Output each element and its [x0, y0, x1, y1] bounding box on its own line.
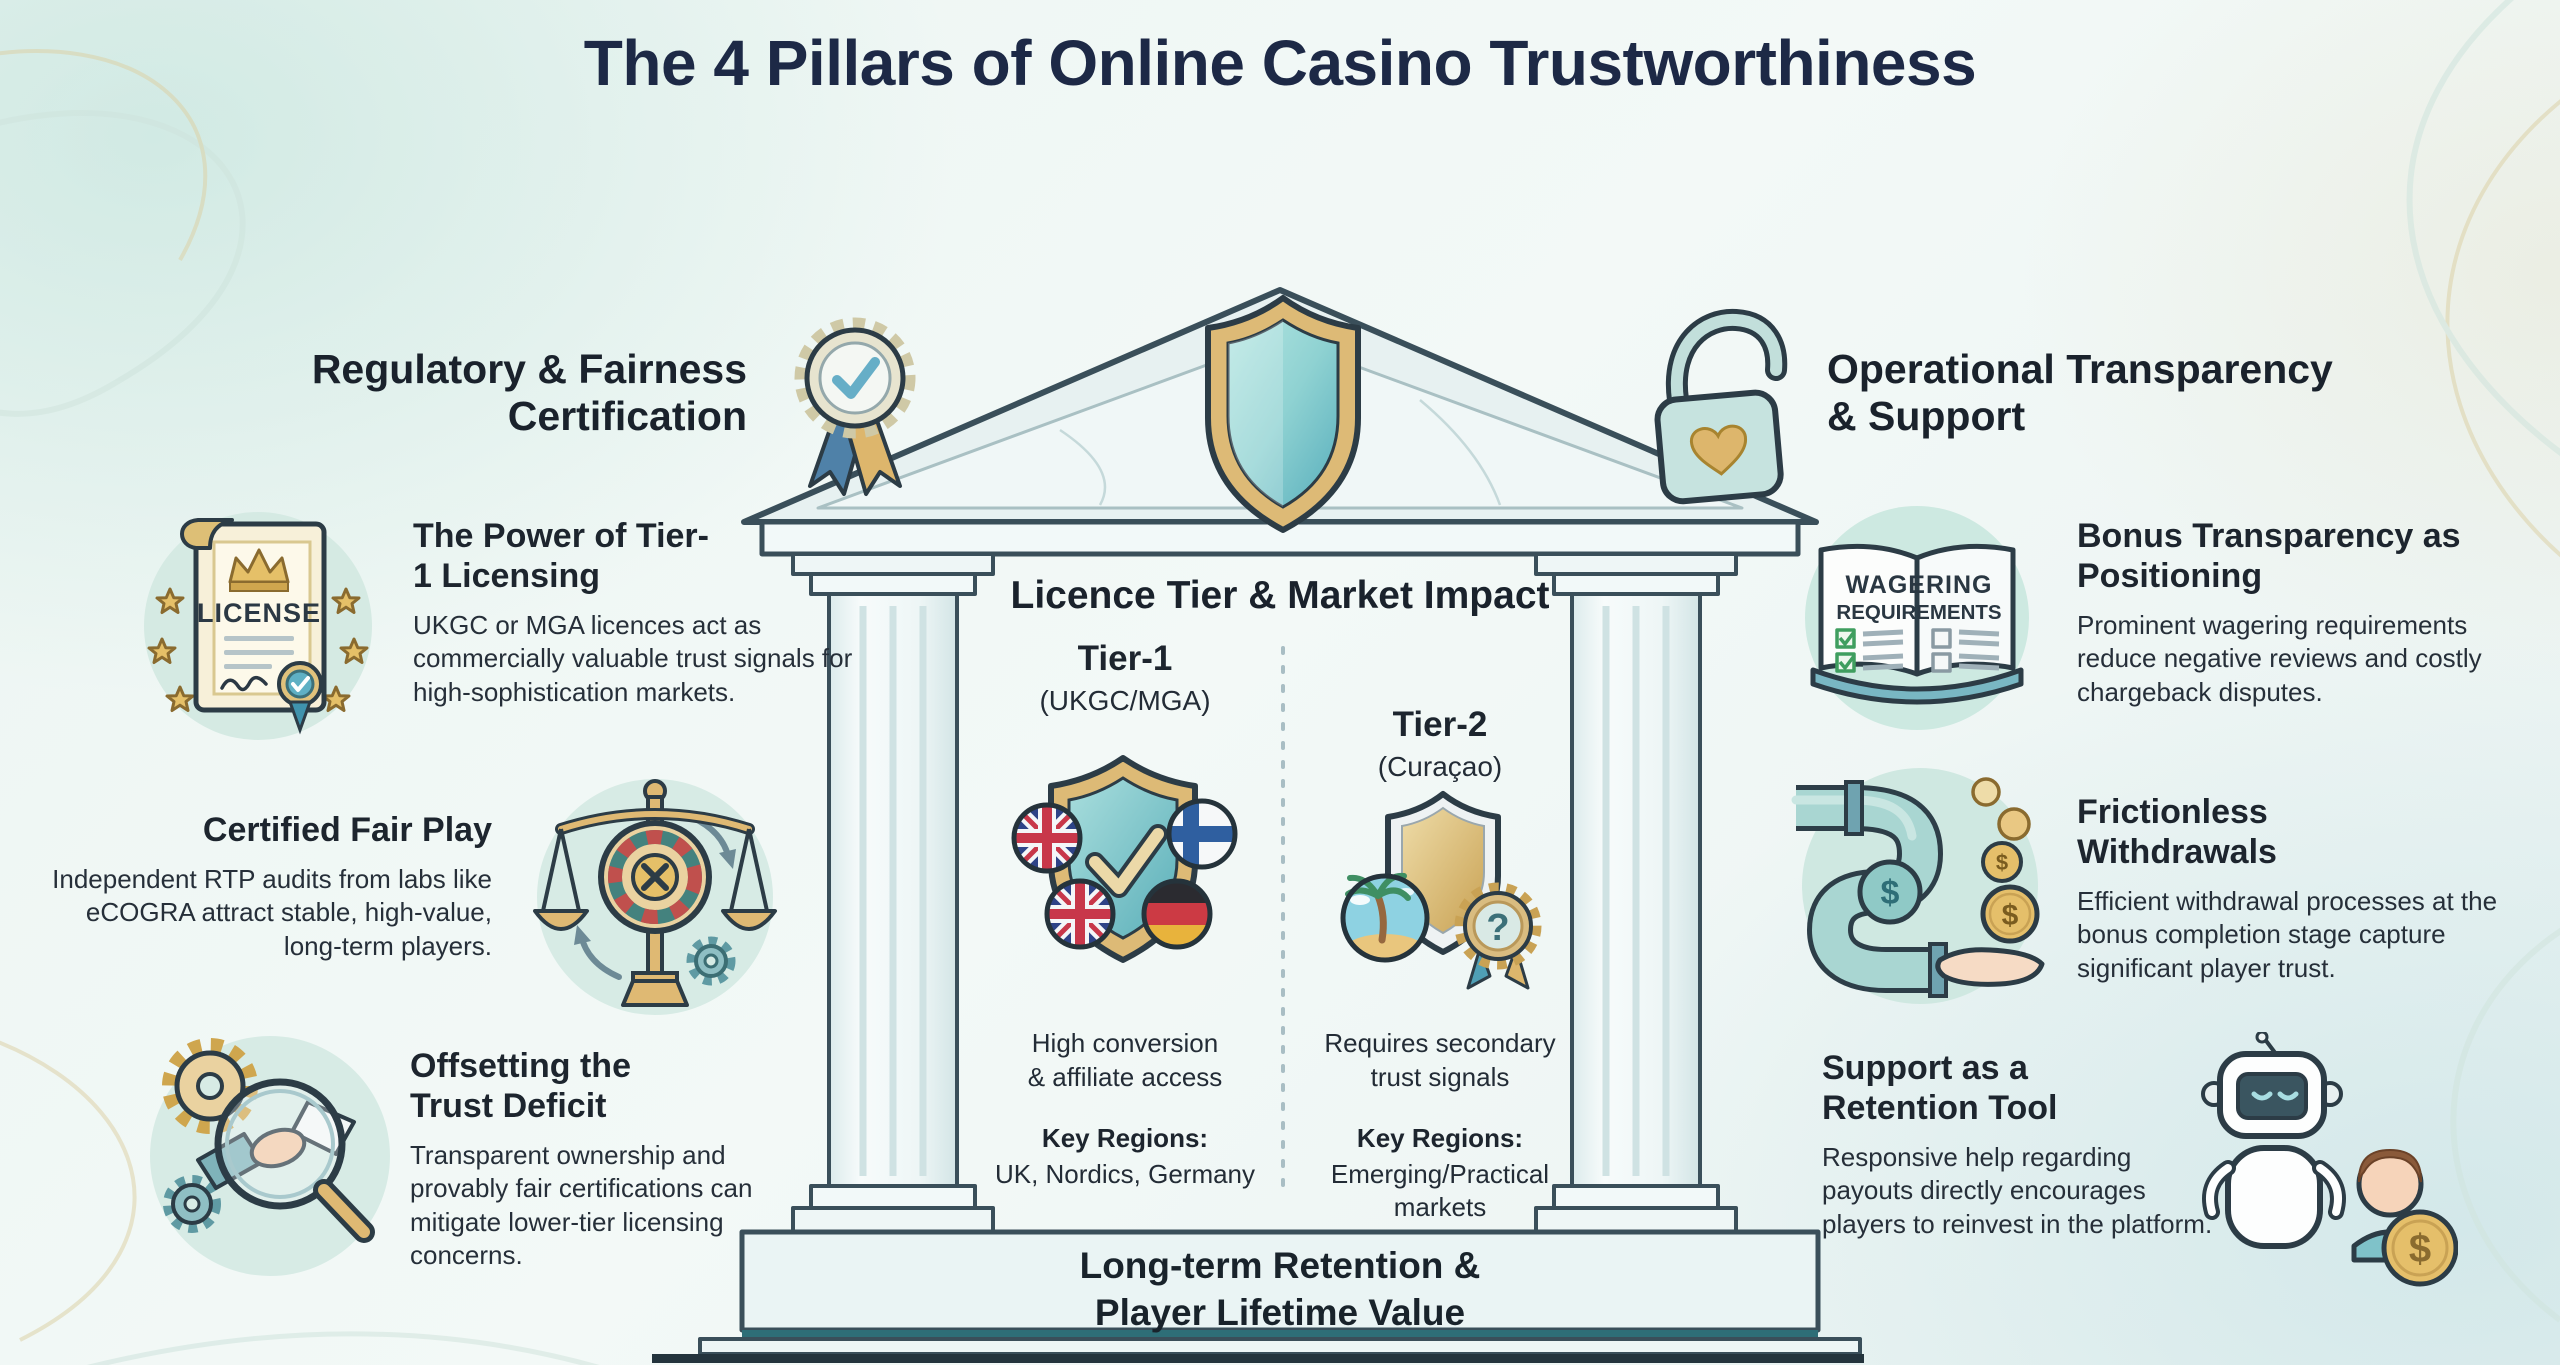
- tier-note: Requires secondary trust signals: [1324, 1028, 1556, 1093]
- wagering-book-icon: WAGERING REQUIREMENTS: [1805, 506, 2029, 730]
- shield-icon: [1205, 295, 1361, 533]
- left-item-tier1-licensing: The Power of Tier-1 Licensing UKGC or MG…: [413, 516, 863, 709]
- item-title: Offsetting the Trust Deficit: [410, 1047, 631, 1126]
- page-title: The 4 Pillars of Online Casino Trustwort…: [583, 27, 1977, 99]
- tier-subtitle: (UKGC/MGA): [1039, 684, 1211, 716]
- item-body: Transparent ownership and provably fair …: [410, 1140, 753, 1271]
- item-body: UKGC or MGA licences act as commercially…: [413, 610, 853, 707]
- right-item-withdrawals: Frictionless Withdrawals Efficient withd…: [2077, 792, 2517, 985]
- tier-note: High conversion & affiliate access: [1027, 1028, 1223, 1093]
- item-body: Independent RTP audits from labs like eC…: [52, 864, 492, 961]
- left-section-header: Regulatory & Fairness Certification: [311, 346, 747, 440]
- item-title: The Power of Tier-1 Licensing: [413, 517, 709, 596]
- open-padlock-icon: [1654, 308, 1788, 505]
- item-title: Frictionless Withdrawals: [2077, 793, 2277, 872]
- license-scroll-icon: LICENSE: [144, 512, 372, 740]
- book-title-line2: REQUIREMENTS: [1836, 601, 2001, 624]
- question-badge-label: ?: [1486, 907, 1509, 949]
- left-item-fair-play: Certified Fair Play Independent RTP audi…: [42, 810, 492, 963]
- tier2-shield-island-icon: ?: [1340, 791, 1542, 990]
- right-item-bonus-transparency: Bonus Transparency as Positioning Promin…: [2077, 516, 2527, 709]
- item-body: Efficient withdrawal processes at the bo…: [2077, 886, 2498, 983]
- item-title: Bonus Transparency as Positioning: [2077, 517, 2461, 596]
- key-regions-value: Emerging/Practical markets: [1330, 1158, 1550, 1223]
- center-header: Licence Tier & Market Impact: [1010, 574, 1550, 617]
- withdrawal-pipe-coins-icon: $ $ $: [1791, 768, 2045, 1004]
- tier1-label: Tier-1 (UKGC/MGA): [985, 639, 1265, 717]
- coin-label: $: [2002, 899, 2019, 932]
- tier1-shield-flags-icon: [1011, 755, 1238, 963]
- scales-roulette-icon: [533, 779, 777, 1015]
- item-title: Certified Fair Play: [202, 811, 492, 849]
- tier1-notes: High conversion & affiliate access Key R…: [985, 1026, 1265, 1191]
- item-body: Prominent wagering requirements reduce n…: [2077, 610, 2482, 707]
- key-regions-label: Key Regions:: [1356, 1122, 1524, 1153]
- coin-label: $: [2409, 1227, 2431, 1271]
- tier-subtitle: (Curaçao): [1377, 750, 1503, 782]
- tier-name: Tier-1: [1077, 639, 1173, 678]
- tier-name: Tier-2: [1392, 705, 1488, 744]
- tier2-notes: Requires secondary trust signals Key Reg…: [1300, 1026, 1580, 1225]
- temple-base-caption: Long-term Retention & Player Lifetime Va…: [1079, 1245, 1481, 1333]
- item-title: Support as a Retention Tool: [1822, 1049, 2058, 1128]
- key-regions-value: UK, Nordics, Germany: [994, 1158, 1256, 1189]
- audit-magnifier-icon: [150, 1036, 390, 1276]
- right-section-header: Operational Transparency & Support: [1827, 346, 2333, 440]
- coin-label: $: [1996, 850, 2008, 875]
- left-item-trust-deficit: Offsetting the Trust Deficit Transparent…: [410, 1046, 795, 1272]
- right-item-support: Support as a Retention Tool Responsive h…: [1822, 1048, 2217, 1241]
- pipe-coin-label: $: [1881, 874, 1900, 912]
- item-body: Responsive help regarding payouts direct…: [1822, 1142, 2213, 1239]
- book-title-line1: WAGERING: [1846, 571, 1993, 599]
- key-regions-label: Key Regions:: [1041, 1122, 1209, 1153]
- tier2-label: Tier-2 (Curaçao): [1300, 705, 1580, 783]
- rosette-medal-icon: [794, 317, 916, 496]
- license-icon-label: LICENSE: [197, 598, 321, 628]
- support-robot-icon: $: [2201, 1032, 2458, 1287]
